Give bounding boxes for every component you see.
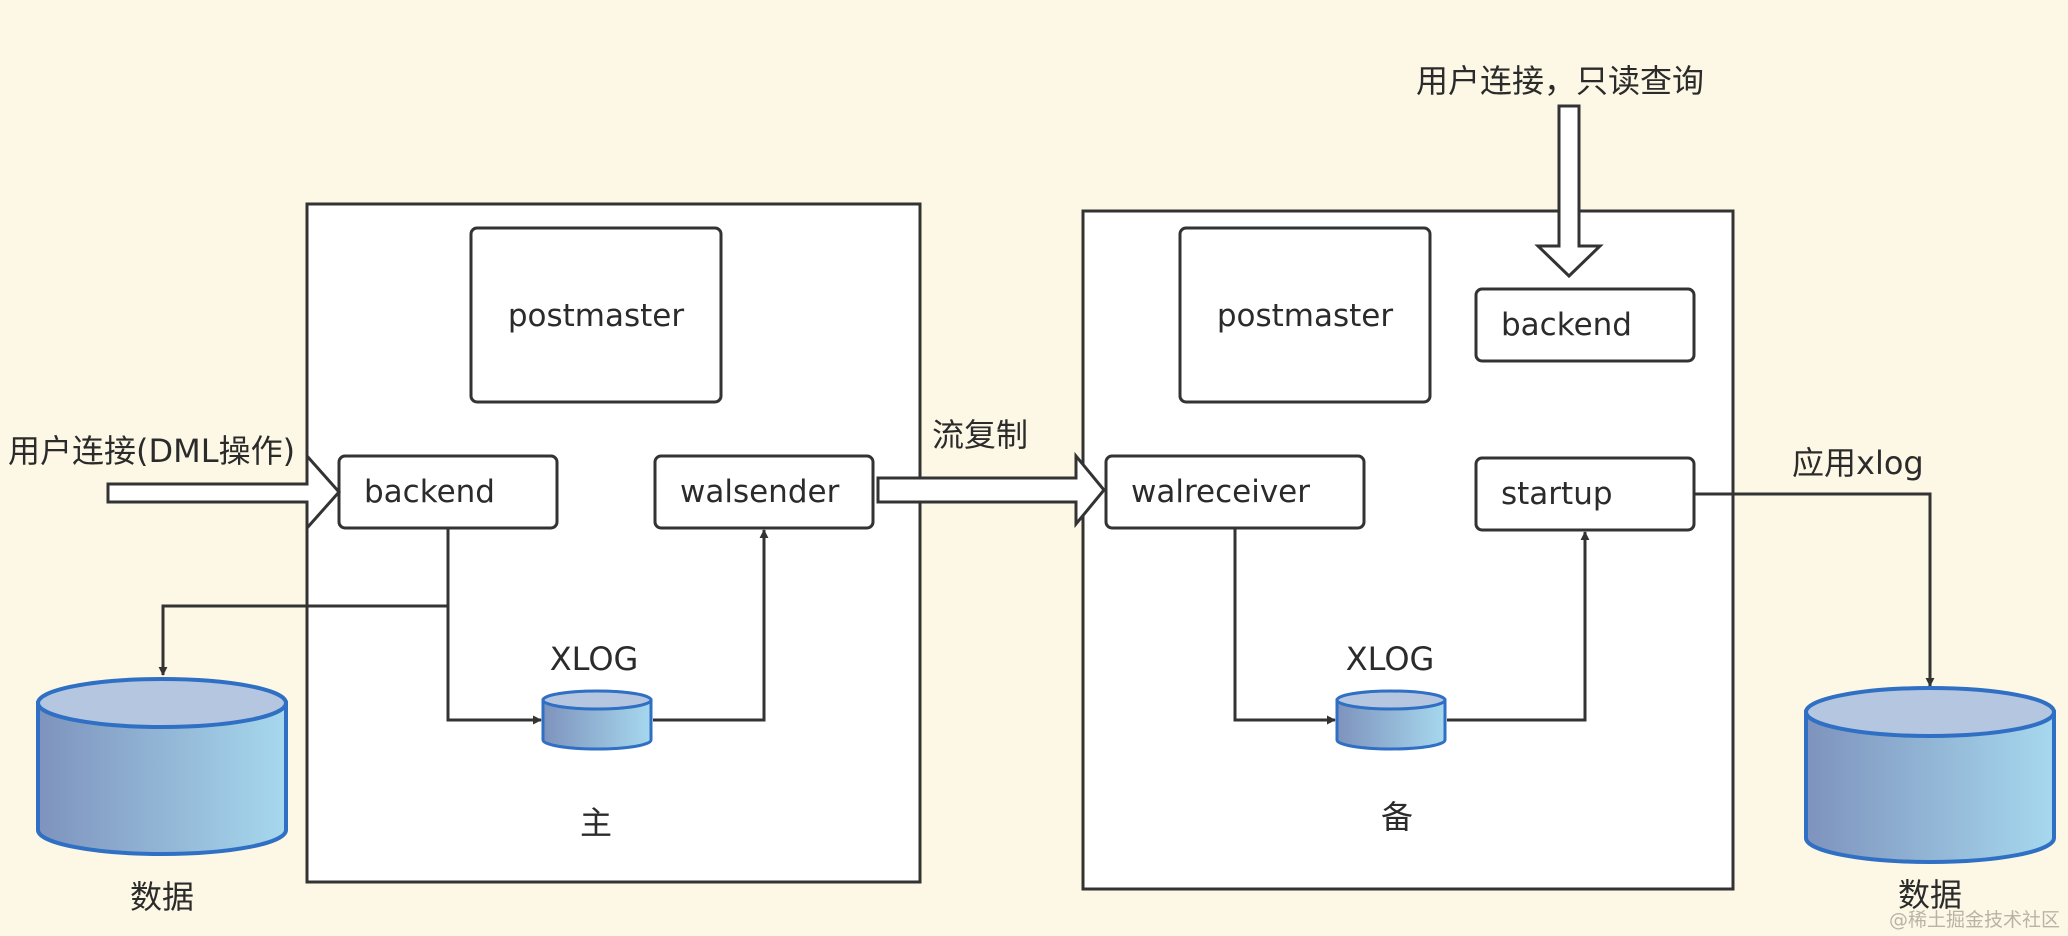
standby-postmaster-box: postmaster bbox=[1178, 226, 1432, 404]
standby-backend-label: backend bbox=[1501, 307, 1632, 343]
apply-xlog-label: 应用xlog bbox=[1792, 444, 1924, 482]
standby-startup-label: startup bbox=[1501, 476, 1613, 512]
standby-walreceiver-label: walreceiver bbox=[1131, 474, 1310, 510]
standby-xlog-cylinder bbox=[1335, 689, 1447, 751]
standby-postmaster-label: postmaster bbox=[1217, 298, 1394, 334]
primary-backend-box: backend bbox=[337, 454, 559, 530]
data-left-label: 数据 bbox=[130, 878, 194, 916]
stream-replication-label: 流复制 bbox=[932, 416, 1028, 454]
standby-caption: 备 bbox=[1381, 798, 1413, 836]
standby-startup-box: startup bbox=[1474, 456, 1696, 532]
data-left-cylinder bbox=[36, 677, 288, 856]
primary-xlog-cylinder bbox=[541, 689, 653, 751]
xlog-to-walsender-arrow bbox=[653, 529, 769, 722]
backend-to-data-arrow bbox=[158, 528, 450, 676]
primary-caption: 主 bbox=[580, 804, 612, 842]
standby-xlog-label: XLOG bbox=[1346, 640, 1435, 678]
user-dml-label: 用户连接(DML操作) bbox=[8, 432, 295, 470]
watermark: @稀土掘金技术社区 bbox=[1889, 909, 2060, 931]
primary-backend-label: backend bbox=[364, 474, 495, 510]
walreceiver-to-xlog-arrow bbox=[1233, 528, 1336, 725]
startup-to-data-arrow bbox=[1694, 492, 1935, 687]
primary-walsender-label: walsender bbox=[680, 474, 840, 510]
stream-replication-block-arrow bbox=[876, 451, 1106, 529]
primary-postmaster-box: postmaster bbox=[469, 226, 723, 404]
user-dml-block-arrow bbox=[106, 452, 342, 532]
xlog-to-startup-arrow bbox=[1447, 531, 1590, 722]
standby-walreceiver-box: walreceiver bbox=[1104, 454, 1366, 530]
data-right-label: 数据 bbox=[1898, 876, 1962, 914]
primary-xlog-label: XLOG bbox=[550, 640, 639, 678]
data-right-cylinder bbox=[1804, 686, 2056, 864]
user-readonly-block-arrow bbox=[1534, 104, 1604, 279]
primary-walsender-box: walsender bbox=[653, 454, 875, 530]
standby-backend-box: backend bbox=[1474, 287, 1696, 363]
user-readonly-label: 用户连接，只读查询 bbox=[1416, 62, 1704, 100]
primary-postmaster-label: postmaster bbox=[508, 298, 685, 334]
